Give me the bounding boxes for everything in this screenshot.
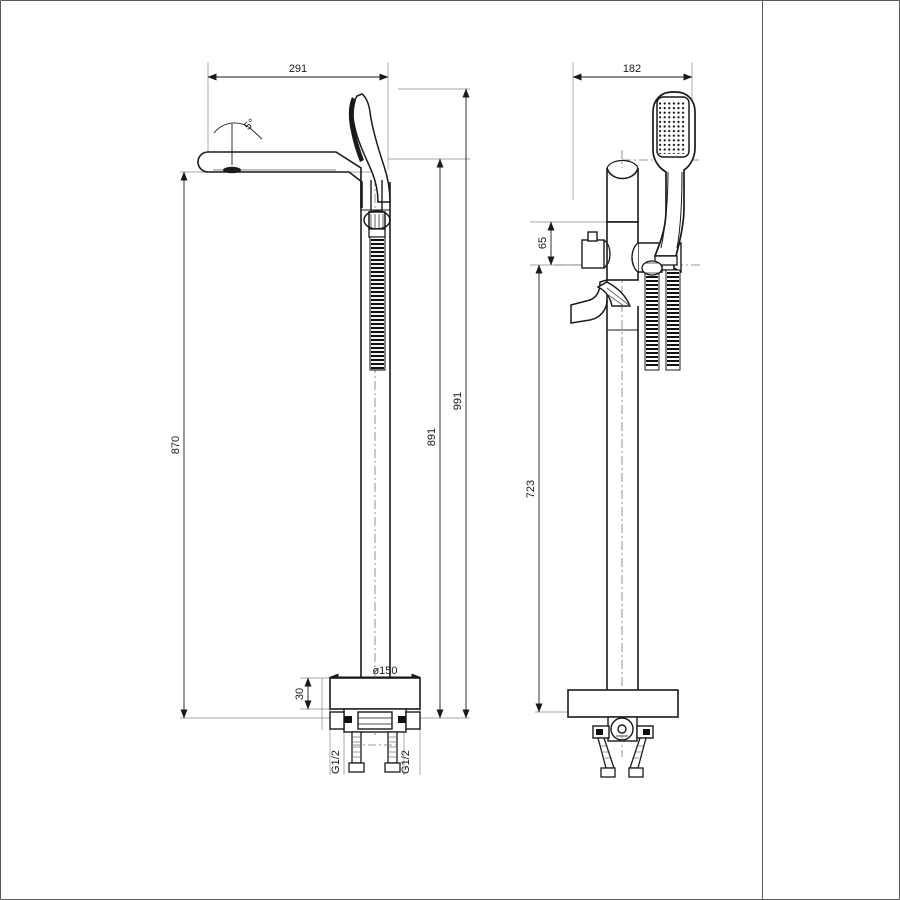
side-view: 182 65 723 — [525, 62, 700, 778]
dimension-291: 291 — [207, 63, 389, 81]
dimension-870-label: 870 — [170, 436, 182, 454]
dimension-891-label: 891 — [426, 428, 438, 446]
dimension-182: 182 — [572, 63, 693, 81]
side-column — [606, 300, 639, 712]
spout-outlet — [223, 166, 241, 174]
side-hose-right — [665, 269, 681, 371]
side-hose-nut — [641, 260, 663, 276]
side-spout — [606, 159, 639, 223]
dimension-723: 723 — [525, 264, 543, 713]
label-g12-right: G1/2 — [400, 750, 412, 774]
dimension-991: 991 — [452, 88, 470, 719]
lever-handle — [570, 279, 632, 324]
inlet-nipple-left — [348, 731, 365, 773]
column-tube — [360, 182, 391, 678]
diverter-knob — [581, 231, 611, 269]
mounting-legs-side — [597, 737, 647, 778]
dimension-30: 30 — [294, 677, 312, 710]
dimension-150-label: ø150 — [372, 665, 397, 677]
inlet-nipple-right — [384, 731, 401, 773]
side-handshower-spray-holes — [659, 100, 686, 154]
dimension-182-label: 182 — [623, 63, 641, 75]
dimension-891: 891 — [426, 158, 444, 719]
inlet-assembly-front — [329, 708, 421, 733]
handshower-front — [352, 93, 391, 203]
flexible-hose-front — [369, 236, 386, 371]
annotation-angle-5-label: 5° — [242, 117, 258, 133]
dimension-65-label: 65 — [537, 237, 549, 249]
shower-holder-bracket — [363, 210, 391, 230]
dimension-291-label: 291 — [289, 63, 307, 75]
dimension-30-label: 30 — [294, 688, 306, 700]
base-plate-front — [329, 677, 421, 710]
dimension-723-label: 723 — [525, 480, 537, 498]
spout-arm — [197, 151, 363, 208]
mounting-bracket-side — [592, 716, 654, 742]
label-g12-left: G1/2 — [330, 750, 342, 774]
side-handshower-seam — [660, 171, 683, 249]
hose-nut — [368, 228, 386, 238]
annotation-angle-5 — [213, 122, 263, 165]
base-plate-side — [567, 689, 679, 718]
dimension-991-label: 991 — [452, 392, 464, 410]
side-hose-left — [644, 269, 660, 371]
handshower-spray-face — [348, 97, 364, 162]
handshower-handle — [370, 180, 383, 212]
dimension-870: 870 — [170, 171, 188, 719]
side-handshower-coupling — [654, 255, 678, 266]
dimension-65: 65 — [537, 221, 555, 266]
front-view: 291 870 891 991 30 ø150 G1/2 G1/2 — [170, 62, 470, 775]
